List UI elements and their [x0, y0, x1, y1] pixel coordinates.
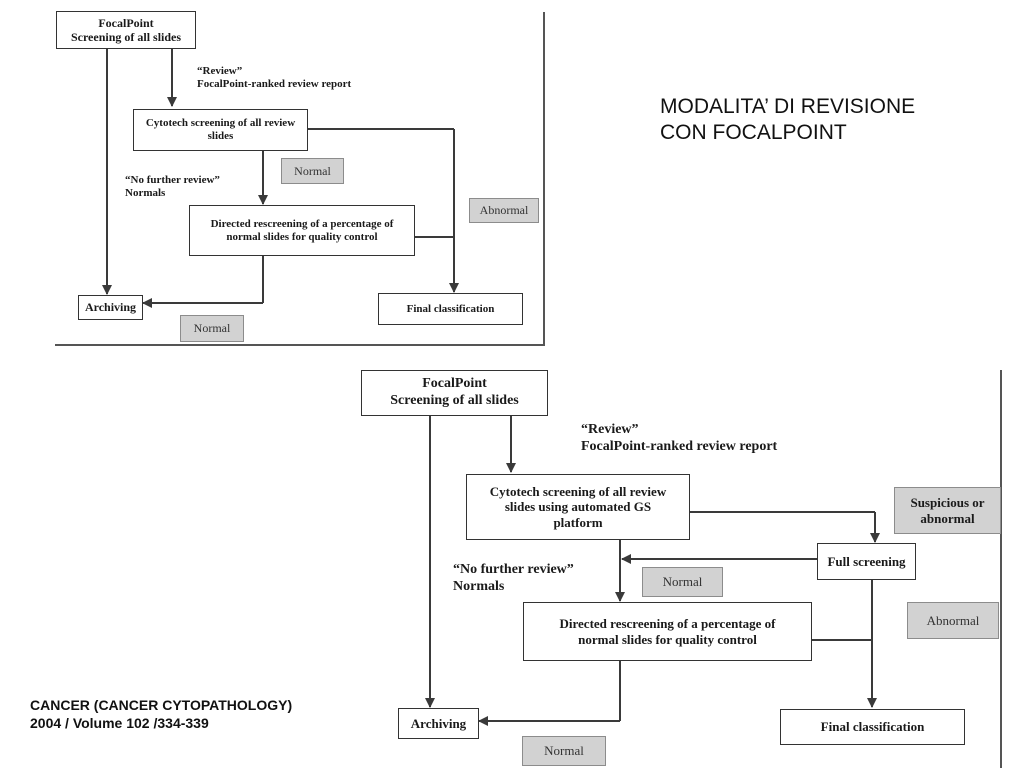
d2-full-screening-node: Full screening — [817, 543, 916, 580]
d1-normal-tag: Normal — [281, 158, 344, 184]
diagram-2-frame-right — [1000, 370, 1002, 768]
d2-directed-node: Directed rescreening of a percentage of … — [523, 602, 812, 661]
d1-cytotech-node: Cytotech screening of all review slides — [133, 109, 308, 151]
d2-archiving-node: Archiving — [398, 708, 479, 739]
d1-focalpoint-node: FocalPoint Screening of all slides — [56, 11, 196, 49]
d2-final-node: Final classification — [780, 709, 965, 745]
d2-normal-tag-bottom: Normal — [522, 736, 606, 766]
diagram-1-frame-right — [543, 12, 545, 346]
d1-abnormal-tag: Abnormal — [469, 198, 539, 223]
d2-cytotech-node: Cytotech screening of all review slides … — [466, 474, 690, 540]
d2-normal-tag: Normal — [642, 567, 723, 597]
d1-no-further-review-label: “No further review” Normals — [125, 174, 220, 200]
d1-directed-node: Directed rescreening of a percentage of … — [189, 205, 415, 256]
d1-normal-tag-bottom: Normal — [180, 315, 244, 342]
d1-review-label: “Review” FocalPoint-ranked review report — [197, 65, 352, 91]
d2-suspicious-tag: Suspicious or abnormal — [894, 487, 1001, 534]
slide-title: MODALITA’ DI REVISIONE CON FOCALPOINT — [660, 95, 916, 145]
d1-archiving-node: Archiving — [78, 295, 143, 320]
d2-abnormal-tag: Abnormal — [907, 602, 999, 639]
diagram-1-frame-bottom — [55, 344, 545, 346]
d1-final-node: Final classification — [378, 293, 523, 325]
d2-focalpoint-node: FocalPoint Screening of all slides — [361, 370, 548, 416]
citation: CANCER (CANCER CYTOPATHOLOGY) 2004 / Vol… — [30, 697, 293, 731]
d2-review-label: “Review” FocalPoint-ranked review report — [581, 422, 778, 455]
d2-no-further-review-label: “No further review” Normals — [453, 562, 574, 595]
